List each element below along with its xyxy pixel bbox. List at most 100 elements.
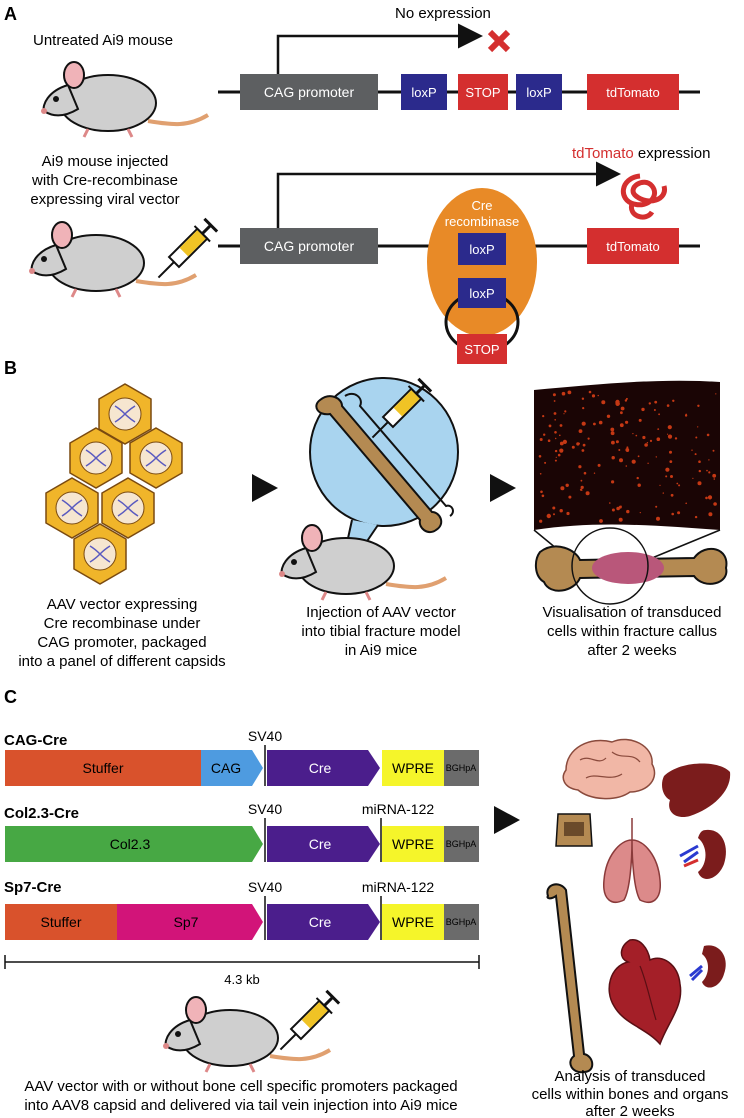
syringe-icon-c xyxy=(271,987,343,1059)
fluorescence-speckle xyxy=(553,412,557,415)
bghpa-label-1: BGHpA xyxy=(446,763,477,773)
fluorescence-speckle xyxy=(626,509,630,514)
fluorescence-speckle xyxy=(615,399,620,405)
fluorescence-speckle xyxy=(706,433,710,437)
heart-icon xyxy=(608,939,682,1046)
caption-b1-line4: into a panel of different capsids xyxy=(18,653,225,670)
fluorescence-speckle xyxy=(578,442,580,445)
dna-helix-icon xyxy=(117,499,139,517)
fluorescence-speckle xyxy=(697,404,700,407)
fluorescence-speckle xyxy=(625,465,628,467)
fluorescence-speckle xyxy=(626,446,629,449)
fluorescence-speckle xyxy=(539,519,543,523)
fluorescence-speckle xyxy=(665,467,670,472)
fluorescence-speckle xyxy=(654,400,658,404)
fluorescence-speckle xyxy=(665,475,668,478)
fluorescence-speckle xyxy=(580,485,584,489)
fluorescence-speckle xyxy=(559,509,563,513)
fluorescence-speckle xyxy=(539,438,543,441)
zoom-line-right xyxy=(651,529,721,559)
fluorescence-speckle xyxy=(554,459,557,462)
fluorescence-speckle xyxy=(580,479,583,482)
fluorescence-speckle xyxy=(615,440,619,444)
fluorescence-speckle xyxy=(636,476,639,480)
fluorescence-speckle xyxy=(669,460,673,463)
fluorescence-speckle xyxy=(565,483,569,487)
fluorescence-speckle xyxy=(548,424,552,428)
fluorescence-speckle xyxy=(676,482,679,485)
wpre-segment-3 xyxy=(382,904,444,940)
fluorescence-speckle xyxy=(588,390,592,394)
col23-label: Col2.3 xyxy=(110,836,151,852)
fluorescence-speckle xyxy=(538,455,542,458)
bghpa-label-3: BGHpA xyxy=(446,917,477,927)
caption-c-left-line1: AAV vector with or without bone cell spe… xyxy=(24,1078,457,1095)
fluorescence-speckle xyxy=(546,513,551,519)
cag-promoter-label-1: CAG promoter xyxy=(264,84,355,100)
caption-b3-line3: after 2 weeks xyxy=(587,642,676,659)
mouse-untreated xyxy=(39,60,210,139)
fluorescence-speckle xyxy=(599,519,603,523)
fluorescence-speckle xyxy=(542,415,545,418)
fluorescence-speckle xyxy=(598,420,603,425)
caption-b3-line1: Visualisation of transduced xyxy=(542,604,721,621)
fluorescence-speckle xyxy=(619,458,623,463)
fluorescence-speckle xyxy=(619,423,624,428)
fluorescence-speckle xyxy=(540,490,543,494)
dna-helix-icon xyxy=(114,405,136,423)
fluorescence-speckle xyxy=(582,443,586,447)
stuffer-label-3: Stuffer xyxy=(41,914,82,930)
fluorescence-speckle xyxy=(579,430,582,433)
no-expression-label: No expression xyxy=(395,5,491,22)
fluorescence-speckle xyxy=(554,431,557,434)
fluorescence-speckle xyxy=(706,469,708,472)
fluorescence-speckle xyxy=(552,506,556,510)
fluorescence-speckle xyxy=(541,494,545,498)
fluorescence-speckle xyxy=(656,516,660,521)
wpre-label-3: WPRE xyxy=(392,914,434,930)
fluorescence-speckle xyxy=(559,424,563,427)
fluorescence-speckle xyxy=(632,433,634,435)
fluorescence-speckle xyxy=(698,469,701,473)
panel-b-label: B xyxy=(4,358,17,378)
fluorescence-speckle xyxy=(713,502,717,506)
cross-icon xyxy=(487,29,511,53)
bghpa-segment-2 xyxy=(444,826,479,862)
bghpa-segment-1 xyxy=(444,750,479,786)
fluorescence-speckle xyxy=(564,410,567,413)
fluorescence-speckle xyxy=(669,450,672,454)
fluorescence-speckle xyxy=(698,460,701,464)
fluorescence-speckle xyxy=(648,402,651,405)
fluorescence-speckle xyxy=(697,426,699,428)
fluorescence-speckle xyxy=(638,418,642,422)
fluorescence-speckle xyxy=(553,513,555,516)
sp7-segment xyxy=(117,904,263,940)
fluorescence-speckle xyxy=(649,439,653,442)
fluorescence-speckle xyxy=(670,475,673,478)
fluorescence-speckle xyxy=(591,394,596,398)
fluorescence-speckle xyxy=(616,506,620,511)
brain-icon xyxy=(562,738,656,800)
fluorescence-speckle xyxy=(685,502,687,505)
fluorescence-speckle xyxy=(708,512,713,517)
stuffer-segment-1 xyxy=(5,750,201,786)
fluorescence-speckle xyxy=(694,515,698,519)
col23-segment xyxy=(5,826,263,862)
wpre-segment-2 xyxy=(382,826,444,862)
fluorescence-speckle xyxy=(637,455,640,458)
fluorescence-speckle xyxy=(610,431,615,436)
fluorescence-speckle xyxy=(646,442,649,444)
cre-label-c3: Cre xyxy=(309,914,332,930)
fluorescence-speckle xyxy=(576,442,580,446)
loxp-label-2: loxP xyxy=(469,242,494,257)
fluorescence-speckle xyxy=(579,488,583,491)
fluorescence-speckle xyxy=(692,477,694,479)
tdtomato-box-2 xyxy=(587,228,679,264)
fluorescence-speckle xyxy=(559,441,564,446)
fluorescence-speckle xyxy=(583,471,587,475)
fluorescence-speckle xyxy=(655,505,658,508)
fluorescence-speckle xyxy=(666,404,670,407)
lungs-icon xyxy=(603,818,661,903)
bghpa-label-2: BGHpA xyxy=(446,839,477,849)
vertebra-icon xyxy=(555,813,593,847)
